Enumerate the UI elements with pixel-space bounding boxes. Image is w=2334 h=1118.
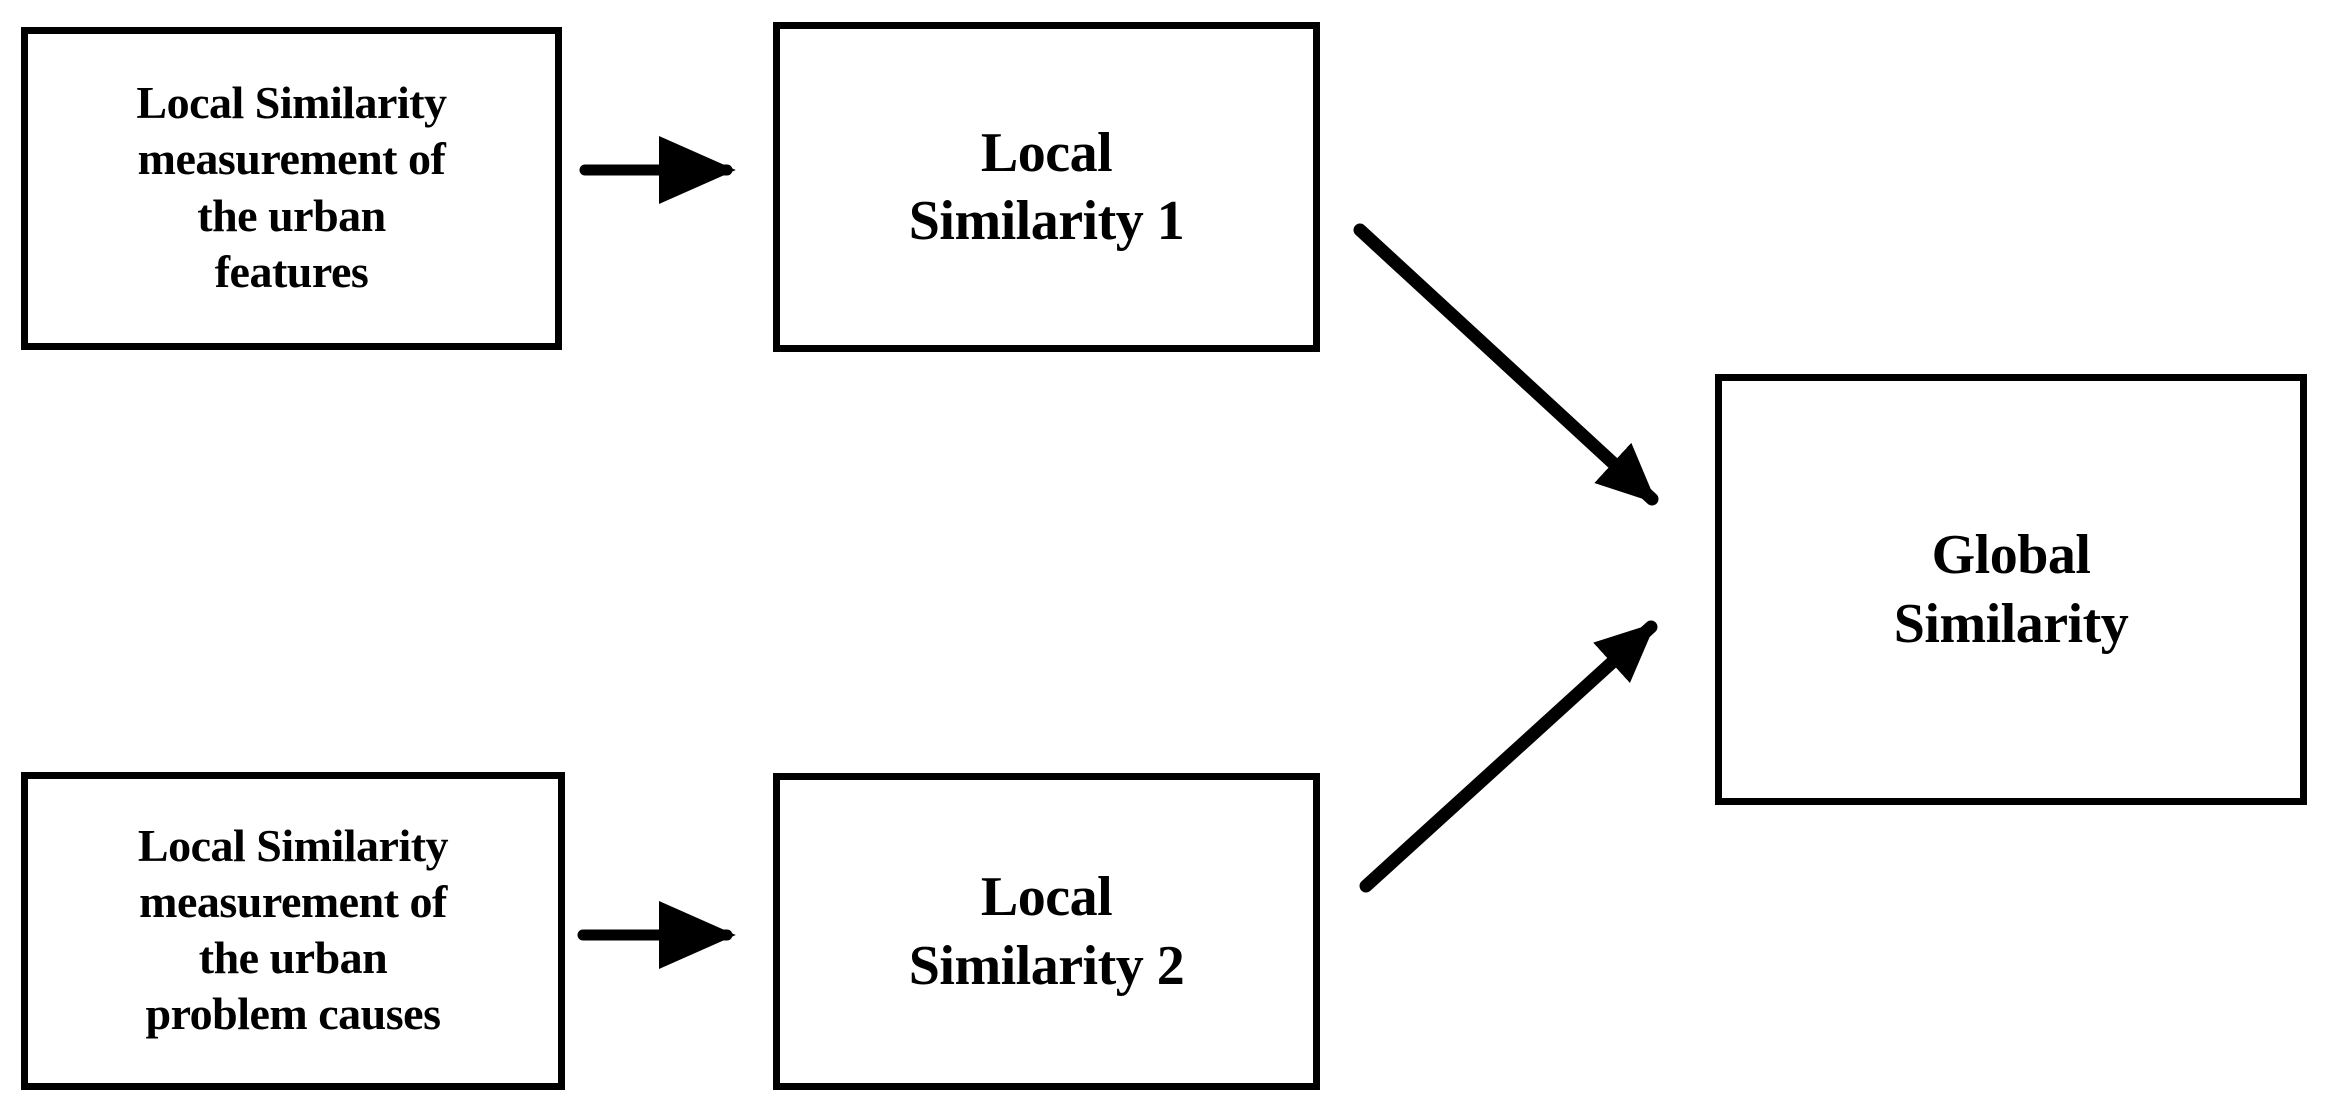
arrow-local-similarity-1-to-global [1353, 223, 1659, 506]
local-similarity-2-label: Local Similarity 2 [908, 866, 1185, 997]
local-similarity-features-box[interactable]: Local Similarity measurement of the urba… [21, 27, 562, 350]
local-similarity-1-box[interactable]: Local Similarity 1 [773, 22, 1320, 352]
global-similarity-label: Global Similarity [1893, 524, 2129, 655]
local-similarity-causes-box[interactable]: Local Similarity measurement of the urba… [21, 772, 565, 1090]
local-similarity-1-label: Local Similarity 1 [908, 121, 1185, 252]
local-similarity-2-box[interactable]: Local Similarity 2 [773, 773, 1320, 1090]
arrow-local-similarity-2-to-global [1359, 620, 1658, 893]
local-similarity-causes-label: Local Similarity measurement of the urba… [137, 819, 449, 1040]
global-similarity-box[interactable]: Global Similarity [1715, 374, 2307, 805]
local-similarity-features-label: Local Similarity measurement of the urba… [136, 77, 447, 297]
